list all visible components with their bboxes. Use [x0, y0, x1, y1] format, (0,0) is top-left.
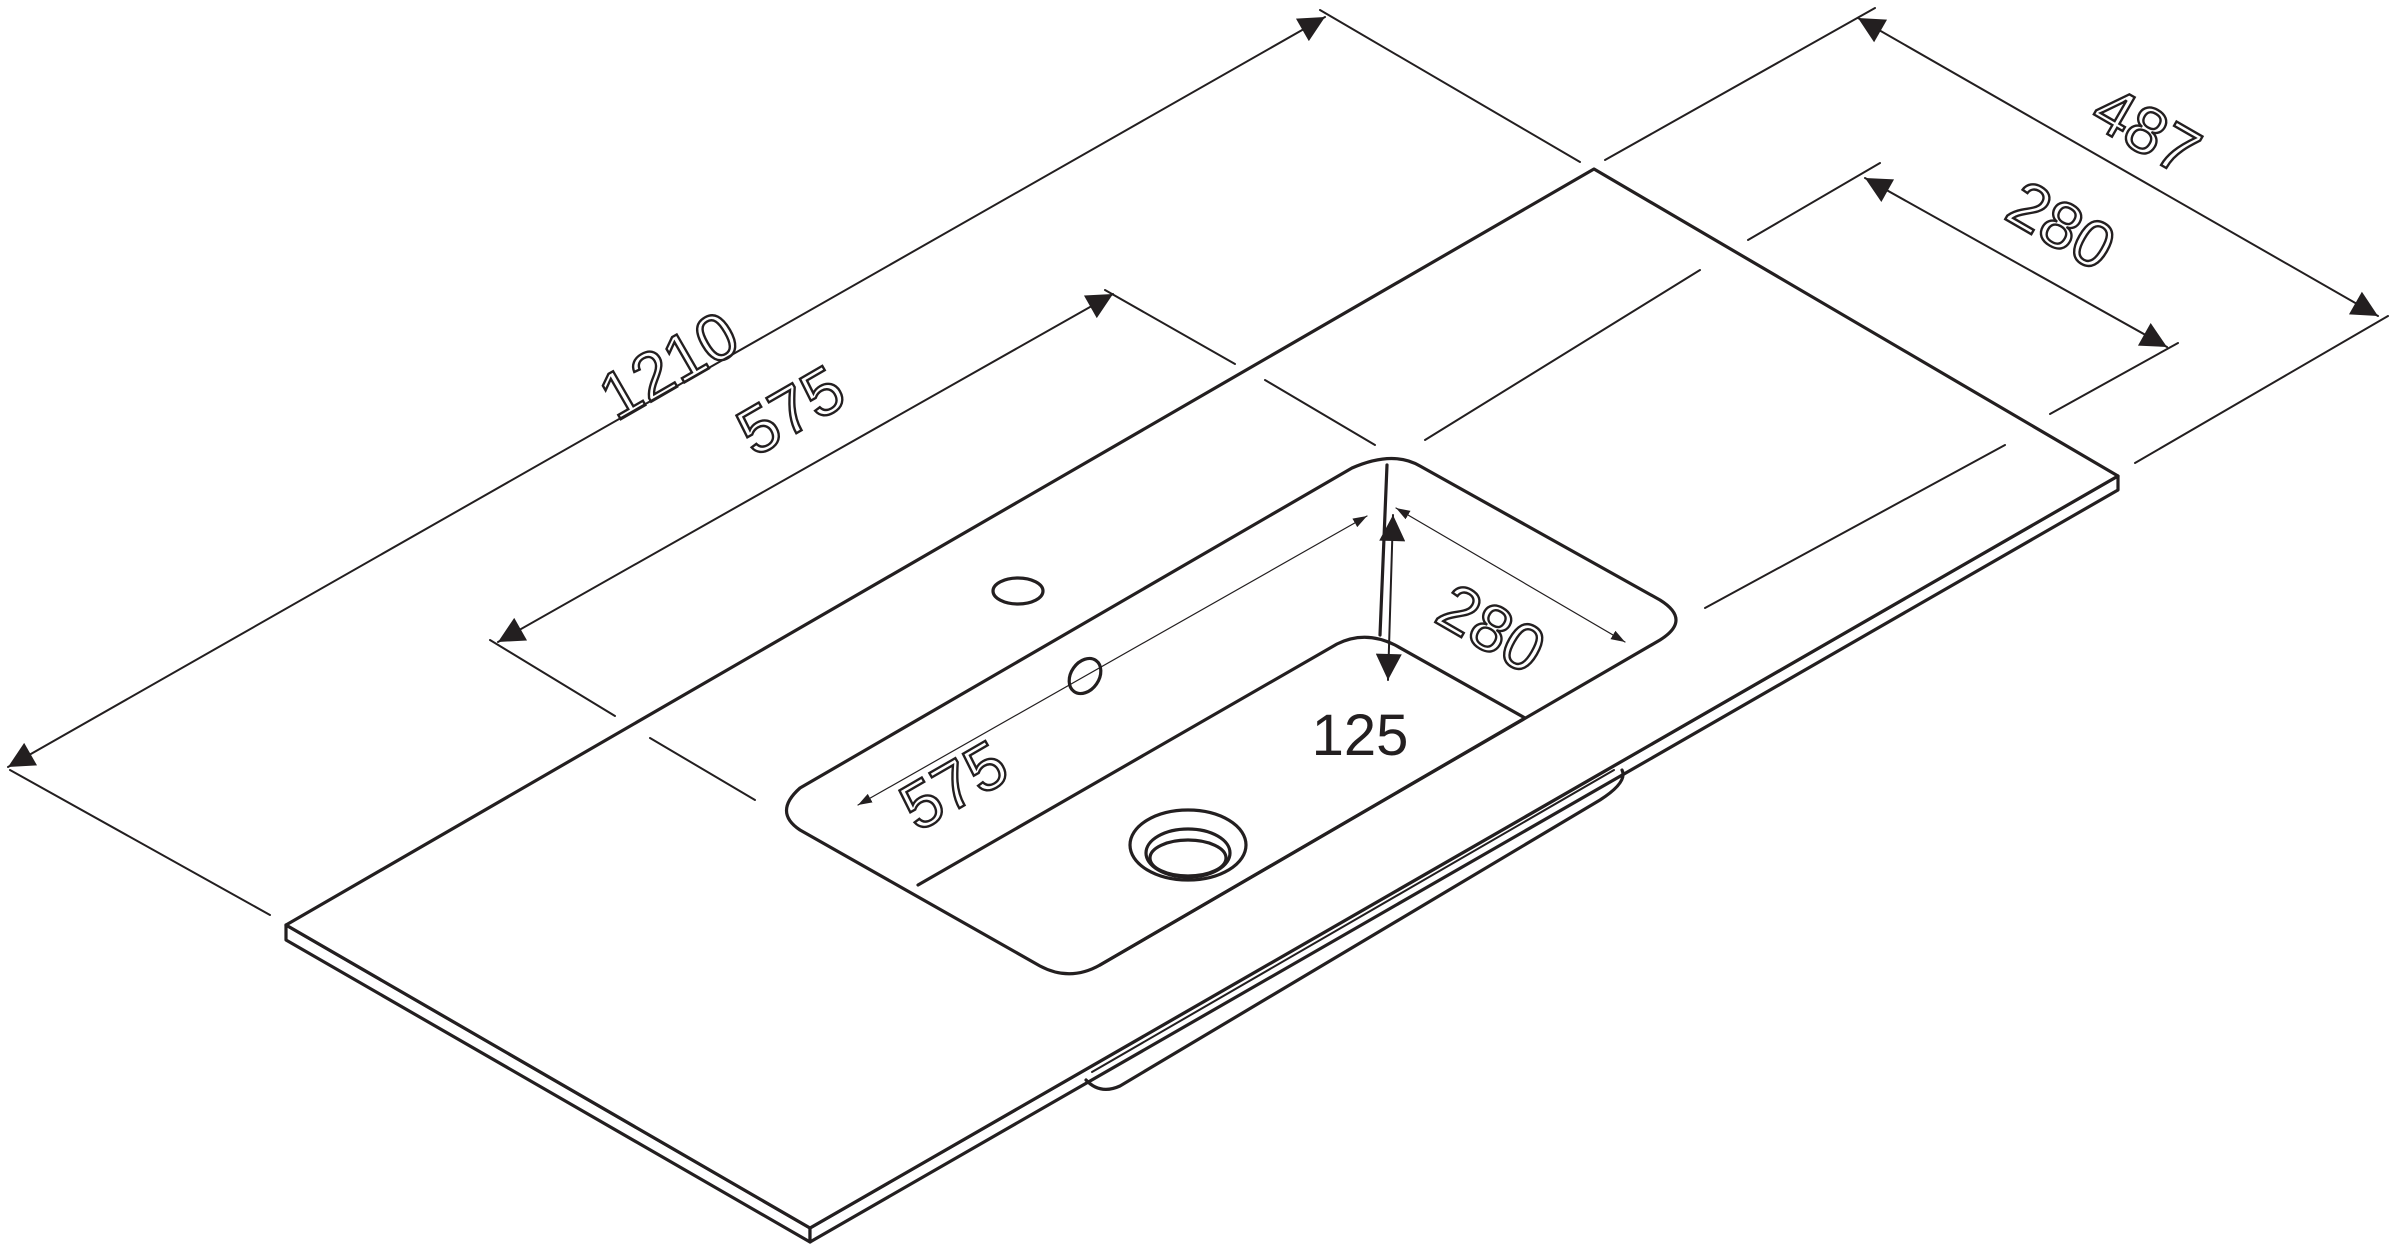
basin-underside	[1084, 768, 1625, 1091]
basin-floor-front	[1098, 716, 1527, 967]
label-125: 125	[1312, 703, 1409, 768]
dim-line-575-basin	[857, 515, 1368, 806]
dimension-lines	[7, 16, 2379, 806]
label-487: 487	[2080, 71, 2212, 190]
label-280-top: 280	[1995, 166, 2127, 285]
dim-line-487	[1857, 17, 2379, 317]
basin-underside-inner	[1091, 769, 1615, 1073]
dim-line-125	[1375, 514, 1406, 681]
dim-line-280-top	[1864, 177, 2168, 348]
drain-inner	[1148, 838, 1228, 878]
slab-top-face	[284, 167, 2120, 1230]
dim-line-575-top	[497, 293, 1114, 643]
countertop-slab	[284, 167, 2120, 1244]
label-1210: 1210	[586, 296, 750, 433]
tap-hole	[991, 576, 1045, 606]
dim-line-280-basin	[1395, 507, 1626, 643]
label-575-top: 575	[724, 351, 856, 470]
basin-rim	[784, 456, 1678, 976]
